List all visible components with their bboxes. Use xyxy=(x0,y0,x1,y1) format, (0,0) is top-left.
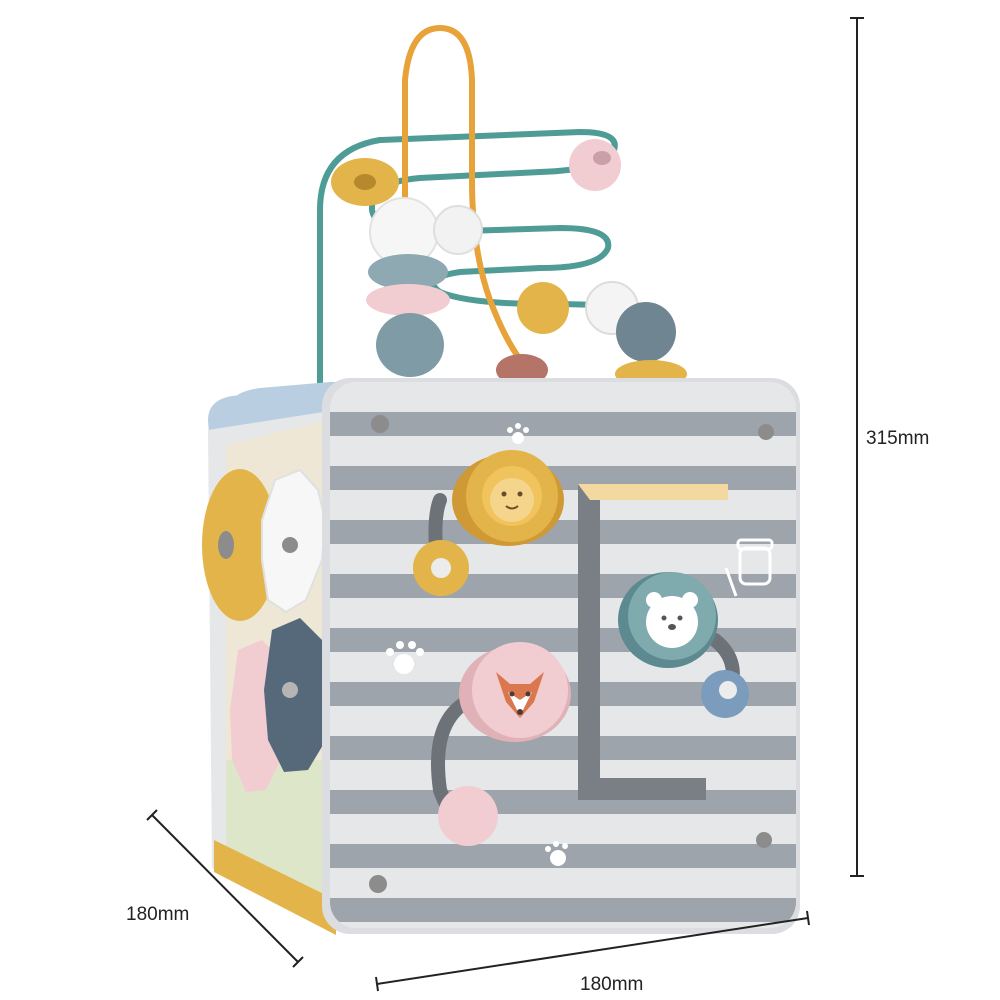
screws xyxy=(369,415,774,893)
orange-wire xyxy=(402,24,525,365)
paw-print-icon xyxy=(545,841,568,866)
bear-icon xyxy=(618,572,718,668)
height-dimension-label: 315mm xyxy=(866,428,930,449)
cube-side xyxy=(202,410,336,935)
paw-print-icon xyxy=(507,423,529,444)
maze-slot xyxy=(578,484,728,800)
mustard-disc xyxy=(202,469,278,621)
slate-gear xyxy=(264,618,330,772)
depth-dimension-label: 180mm xyxy=(126,904,190,925)
lion-icon xyxy=(452,450,564,546)
width-dimension-label: 180mm xyxy=(580,974,644,995)
fox-icon xyxy=(459,642,571,742)
paw-print-icon xyxy=(386,641,424,674)
honey-jar-icon xyxy=(724,538,774,597)
bead-maze xyxy=(317,24,653,391)
white-gear xyxy=(261,468,327,614)
cube-front xyxy=(322,378,800,934)
dimension-lines xyxy=(146,17,864,992)
